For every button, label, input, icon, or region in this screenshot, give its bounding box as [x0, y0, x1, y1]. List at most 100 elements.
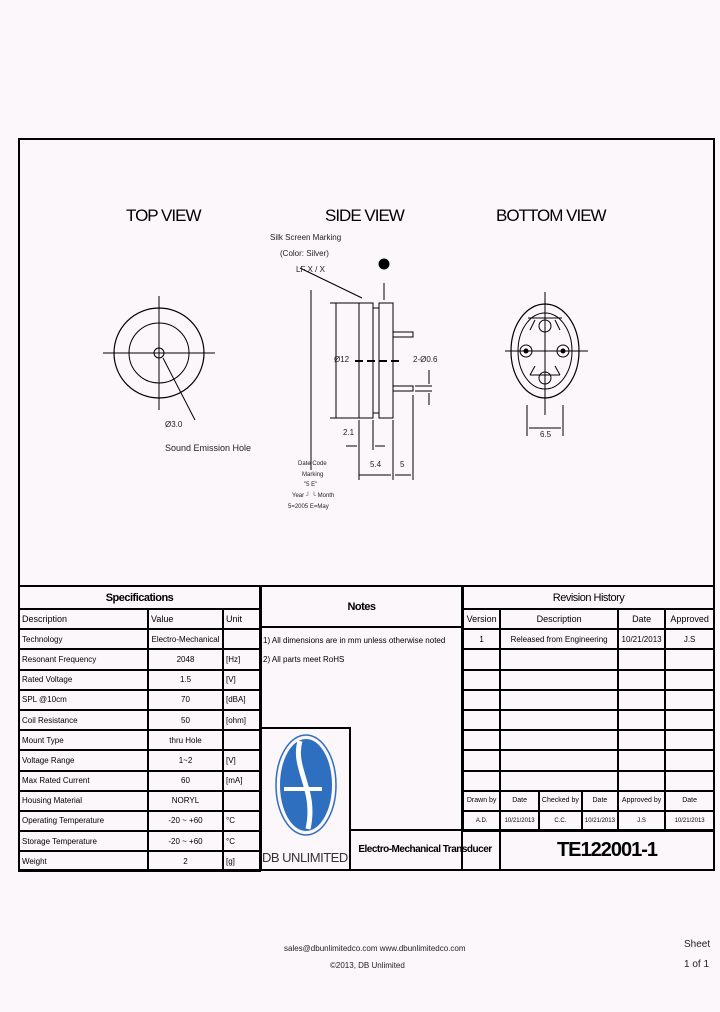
- cell: J.S: [616, 809, 667, 833]
- dim-a: 2.1: [343, 428, 355, 437]
- side-view-drawing: [299, 258, 432, 480]
- revision-row-empty: [461, 648, 715, 671]
- revision-row-empty: [461, 769, 715, 792]
- cell: 1: [461, 628, 502, 651]
- pin-dim: 2-Ø0.6: [413, 355, 438, 364]
- cell: [222, 729, 261, 752]
- notes-title: Notes: [262, 587, 461, 628]
- col-header: Approved: [664, 607, 715, 631]
- cell: [222, 789, 261, 812]
- part-number: TE122001-1: [499, 829, 715, 871]
- cell: [V]: [222, 749, 261, 772]
- marking-color: (Color: Silver): [280, 249, 329, 258]
- cell: 10/21/2013: [499, 809, 540, 833]
- col-header: Unit: [222, 607, 261, 631]
- revision-row-empty: [461, 729, 715, 752]
- cell: 50: [147, 708, 224, 732]
- bottom-view-drawing: [505, 292, 588, 436]
- db-logo-icon: [275, 734, 337, 836]
- cell: Drawn by: [461, 789, 502, 812]
- top-view-drawing: [103, 296, 215, 421]
- revision-row-empty: [461, 688, 715, 711]
- date-code-1: Date Code: [298, 461, 327, 467]
- cell: thru Hole: [147, 729, 224, 752]
- note-item: 1) All dimensions are in mm unless other…: [263, 636, 446, 645]
- cell: Operating Temperature: [18, 809, 149, 833]
- bottom-view-title: BOTTOM VIEW: [496, 206, 607, 225]
- revision-row-empty: [461, 708, 715, 732]
- col-header: Value: [147, 607, 224, 631]
- technical-drawings: [103, 258, 588, 480]
- cell: 10/21/2013: [616, 628, 667, 651]
- dim-b: 5.4: [370, 460, 382, 469]
- cell: [mA]: [222, 769, 261, 792]
- cell: [Hz]: [222, 648, 261, 671]
- diameter-dim: Ø12: [334, 355, 350, 364]
- cell: 1~2: [147, 749, 224, 772]
- cell: A.D.: [461, 809, 502, 833]
- cell: Max Rated Current: [18, 769, 149, 792]
- cell: 70: [147, 688, 224, 711]
- cell: 10/21/2013: [580, 809, 619, 833]
- cell: °C: [222, 830, 261, 853]
- logo-box: DB UNLIMITED: [260, 727, 351, 871]
- cell: 60: [147, 769, 224, 792]
- cell: Date: [580, 789, 619, 812]
- spec-row: Operating Temperature-20 ~ +60°C: [18, 809, 261, 833]
- cell: Released from Engineering: [499, 628, 619, 651]
- cell: C.C.: [537, 809, 583, 833]
- cell: [dBA]: [222, 688, 261, 711]
- cell: NORYL: [147, 789, 224, 812]
- cell: Resonant Frequency: [18, 648, 149, 671]
- side-view-title: SIDE VIEW: [325, 206, 405, 225]
- bottom-dim: 6.5: [540, 430, 552, 439]
- top-view-title: TOP VIEW: [126, 206, 202, 225]
- cell: 2048: [147, 648, 224, 671]
- cell: Electro-Mechanical: [147, 628, 224, 651]
- footer-copyright: ©2013, DB Unlimited: [330, 961, 405, 970]
- revision-row-empty: [461, 749, 715, 772]
- specs-title: Specifications: [18, 585, 261, 610]
- cell: °C: [222, 809, 261, 833]
- cell: Technology: [18, 628, 149, 651]
- sheet-value: 1 of 1: [684, 959, 710, 970]
- cell: [222, 628, 261, 651]
- date-code-5: 5=2005 E=May: [288, 504, 329, 510]
- revision-row-empty: [461, 668, 715, 691]
- date-code-2: Marking: [302, 472, 324, 478]
- cell: Weight: [18, 850, 149, 873]
- cell: [g]: [222, 850, 261, 873]
- cell: SPL @10cm: [18, 688, 149, 711]
- logo-text: DB UNLIMITED: [262, 850, 348, 865]
- cell: 2: [147, 850, 224, 873]
- cell: Date: [664, 789, 715, 812]
- footer-contact: sales@dbunlimitedco.com www.dbunlimitedc…: [284, 944, 466, 953]
- col-header: Date: [616, 607, 667, 631]
- cell: Approved by: [616, 789, 667, 812]
- cell: Checked by: [537, 789, 583, 812]
- note-item: 2) All parts meet RoHS: [263, 655, 345, 664]
- product-name: Electro-Mechanical Transducer: [349, 829, 501, 871]
- dim-c: 5: [400, 460, 405, 469]
- cell: Date: [499, 789, 540, 812]
- cell: [ohm]: [222, 708, 261, 732]
- col-header: Description: [18, 607, 149, 631]
- cell: 10/21/2013: [664, 809, 715, 833]
- cell: [V]: [222, 668, 261, 691]
- revision-title: Revision History: [462, 585, 715, 610]
- col-header: Description: [499, 607, 619, 631]
- cell: J.S: [664, 628, 715, 651]
